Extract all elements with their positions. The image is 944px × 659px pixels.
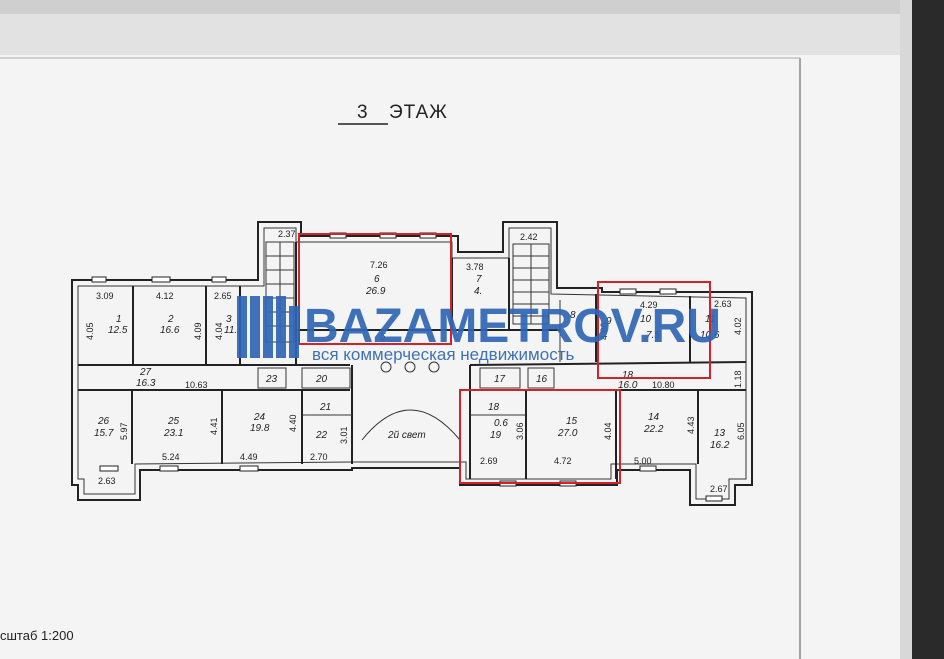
dim-label: 4.04 bbox=[603, 422, 613, 440]
room-number: 15 bbox=[566, 416, 578, 427]
corridor-wall-north-right bbox=[469, 361, 747, 366]
dim-label: 4.41 bbox=[209, 417, 219, 435]
floor-word: ЭТАЖ bbox=[389, 102, 448, 123]
dim-label: 6.05 bbox=[736, 422, 746, 440]
room-number: 6 bbox=[374, 274, 380, 285]
room-area: 16.2 bbox=[710, 440, 730, 451]
dim-label: 3.06 bbox=[515, 422, 525, 440]
dim-label: 4.09 bbox=[193, 322, 203, 340]
highlight-rooms-15-19 bbox=[459, 389, 621, 484]
room-number: 27 bbox=[139, 367, 152, 378]
atrium-label: 2й свет bbox=[387, 430, 426, 441]
dim-label: 2.37 bbox=[278, 229, 296, 239]
room-number: 9 bbox=[606, 316, 612, 327]
dim-label: 3.78 bbox=[466, 262, 484, 272]
room-area: 22.2 bbox=[643, 424, 664, 435]
dim-label: 5.97 bbox=[119, 422, 129, 440]
dim-label: 3.09 bbox=[96, 291, 114, 301]
room-16-box bbox=[527, 367, 555, 389]
dim-label: 2.67 bbox=[710, 484, 728, 494]
room-17-box bbox=[479, 367, 521, 389]
room-number: 3 bbox=[226, 314, 232, 325]
room-area: 12.5 bbox=[108, 325, 128, 336]
dim-label: 2.65 bbox=[214, 291, 232, 301]
dim-label: 10.80 bbox=[652, 380, 675, 390]
room-number: 21 bbox=[319, 402, 331, 413]
column-3 bbox=[428, 361, 440, 373]
scale-label: сштаб 1:200 bbox=[0, 628, 74, 643]
dim-label: 2.63 bbox=[98, 476, 116, 486]
dim-label: 4.04 bbox=[214, 322, 224, 340]
dim-label: 2.63 bbox=[714, 299, 732, 309]
room-number: 10 bbox=[640, 314, 652, 325]
room-area: 16.6 bbox=[160, 325, 180, 336]
room-number: 16 bbox=[536, 374, 548, 385]
dim-label: 4.72 bbox=[554, 456, 572, 466]
room-area: 26.9 bbox=[365, 286, 386, 297]
dim-label: 4.02 bbox=[733, 317, 743, 335]
highlight-room-6 bbox=[298, 233, 452, 345]
room-number: 8 bbox=[570, 310, 576, 321]
dim-label: 4.06 bbox=[599, 322, 609, 340]
dim-label: 5.00 bbox=[634, 456, 652, 466]
watermark-brand: BAZAMETROV.RU bbox=[304, 300, 721, 353]
stair-right bbox=[512, 243, 550, 325]
room-number: 17 bbox=[494, 374, 506, 385]
room-number: 13 bbox=[714, 428, 726, 439]
building-inner-outline bbox=[77, 227, 747, 500]
room-area: 15.7 bbox=[94, 428, 114, 439]
dim-label: 3.01 bbox=[339, 426, 349, 444]
room-number: 19 bbox=[490, 430, 502, 441]
room-number: 26 bbox=[97, 416, 110, 427]
dim-label: 1.18 bbox=[733, 370, 743, 388]
scan-binding-strip bbox=[912, 0, 944, 659]
dim-label: 4.40 bbox=[288, 414, 298, 432]
dim-label: 5.24 bbox=[162, 452, 180, 462]
dim-label: 4.12 bbox=[156, 291, 174, 301]
column-2 bbox=[404, 361, 416, 373]
room-area: 16.0 bbox=[618, 380, 638, 391]
room-number: 24 bbox=[253, 412, 266, 423]
watermark: BAZAMETROV.RU вся коммерческая недвижимо… bbox=[237, 296, 721, 364]
floor-number: 3 bbox=[357, 102, 369, 123]
room-area: 4. bbox=[474, 286, 482, 297]
dim-label: 2.69 bbox=[480, 456, 498, 466]
dim-label: 4.43 bbox=[686, 416, 696, 434]
room-area: 11. bbox=[224, 325, 237, 336]
dimension-labels: 2.37 7.26 3.78 2.42 3.09 4.12 2.65 4.29 … bbox=[85, 229, 746, 494]
building-logo-icon bbox=[237, 296, 299, 358]
room-number: 22 bbox=[315, 430, 328, 441]
highlight-rooms-10-11 bbox=[597, 281, 711, 379]
room-number: 18 bbox=[622, 370, 634, 381]
dim-label: 10.63 bbox=[185, 380, 208, 390]
room-area: 23.1 bbox=[163, 428, 183, 439]
dim-label: 4.29 bbox=[640, 300, 658, 310]
room-20-box bbox=[301, 367, 351, 389]
watermark-tagline: вся коммерческая недвижимость bbox=[312, 345, 574, 364]
dim-label: 4.49 bbox=[240, 452, 258, 462]
room-number: 1 bbox=[116, 314, 122, 325]
room-area: 19.8 bbox=[250, 423, 270, 434]
room-number: 5 bbox=[380, 332, 386, 343]
room-area: 0.6 bbox=[494, 418, 508, 429]
atrium-arc bbox=[361, 409, 461, 441]
dim-label: 7.26 bbox=[370, 260, 388, 270]
dim-label: 4.05 bbox=[85, 322, 95, 340]
room-number: 18 bbox=[488, 402, 500, 413]
room-number: 23 bbox=[265, 374, 278, 385]
room-number: 2 bbox=[167, 314, 174, 325]
room-number: 7 bbox=[476, 274, 482, 285]
column-1 bbox=[380, 361, 392, 373]
dim-label: 2.42 bbox=[520, 232, 538, 242]
dim-label: 2.70 bbox=[310, 452, 328, 462]
room-area: 16.3 bbox=[136, 378, 156, 389]
room-23-box bbox=[257, 367, 287, 389]
room-area: 27.0 bbox=[557, 428, 578, 439]
room-number: 20 bbox=[315, 374, 328, 385]
scan-top-edge bbox=[0, 0, 944, 14]
room-number: 25 bbox=[167, 416, 180, 427]
room-number: 14 bbox=[648, 412, 660, 423]
room-area: 7.5 bbox=[646, 330, 660, 341]
